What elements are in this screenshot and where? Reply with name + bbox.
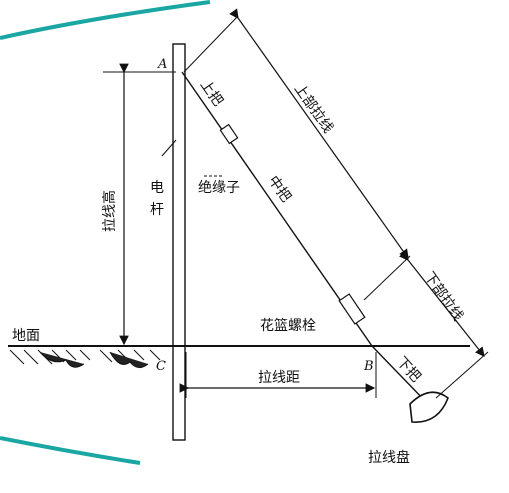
corner-accent-bottom bbox=[0, 436, 141, 465]
label-guy-distance: 拉线距 bbox=[258, 370, 300, 386]
insulator-body bbox=[219, 123, 239, 145]
label-upper-grip: 上把 bbox=[197, 77, 226, 109]
label-pole-char1: 电 bbox=[150, 180, 164, 196]
label-lower-guy: 下部拉线 bbox=[421, 269, 466, 324]
label-guy-height: 拉线高 bbox=[101, 190, 118, 232]
ground-hatch bbox=[9, 349, 161, 368]
corner-accent-top bbox=[0, 0, 211, 40]
lower-guy-dimension bbox=[399, 250, 485, 357]
label-anchor-plate: 拉线盘 bbox=[368, 449, 410, 466]
label-point-b: B bbox=[363, 359, 374, 374]
label-upper-guy: 上部拉线 bbox=[291, 81, 336, 136]
lower-grip-wire bbox=[371, 345, 429, 405]
label-middle-grip: 中把 bbox=[265, 173, 294, 205]
label-ground: 地面 bbox=[12, 328, 40, 344]
anchor-plate bbox=[409, 391, 449, 423]
label-lower-grip: 下把 bbox=[393, 354, 424, 386]
label-point-c: C bbox=[156, 359, 166, 374]
label-pole-char2: 杆 bbox=[150, 202, 164, 218]
label-insulator: 绝缘子 bbox=[198, 180, 240, 196]
turnbuckle-body bbox=[338, 293, 366, 325]
label-point-a: A bbox=[157, 57, 167, 72]
pole bbox=[172, 43, 186, 441]
upper-guy-dimension bbox=[229, 8, 409, 259]
label-turnbuckle: 花篮螺栓 bbox=[260, 318, 316, 334]
